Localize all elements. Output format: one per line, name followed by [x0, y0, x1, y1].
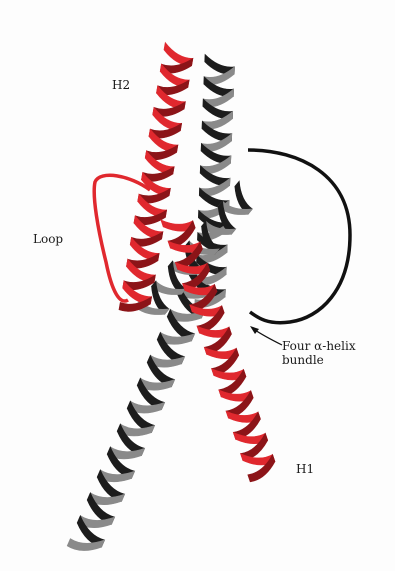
bundle-arrow — [250, 326, 282, 345]
label-h2: H2 — [112, 79, 130, 93]
label-four-helix-bundle: Four α-helix bundle — [282, 340, 356, 368]
helices-group — [67, 42, 275, 550]
black-loop — [248, 150, 350, 323]
label-loop: Loop — [33, 233, 63, 247]
red-helix-lower — [161, 220, 275, 482]
label-h1: H1 — [296, 463, 314, 477]
label-bundle-line2: bundle — [282, 354, 356, 368]
label-bundle-line1: Four α-helix — [282, 340, 356, 354]
